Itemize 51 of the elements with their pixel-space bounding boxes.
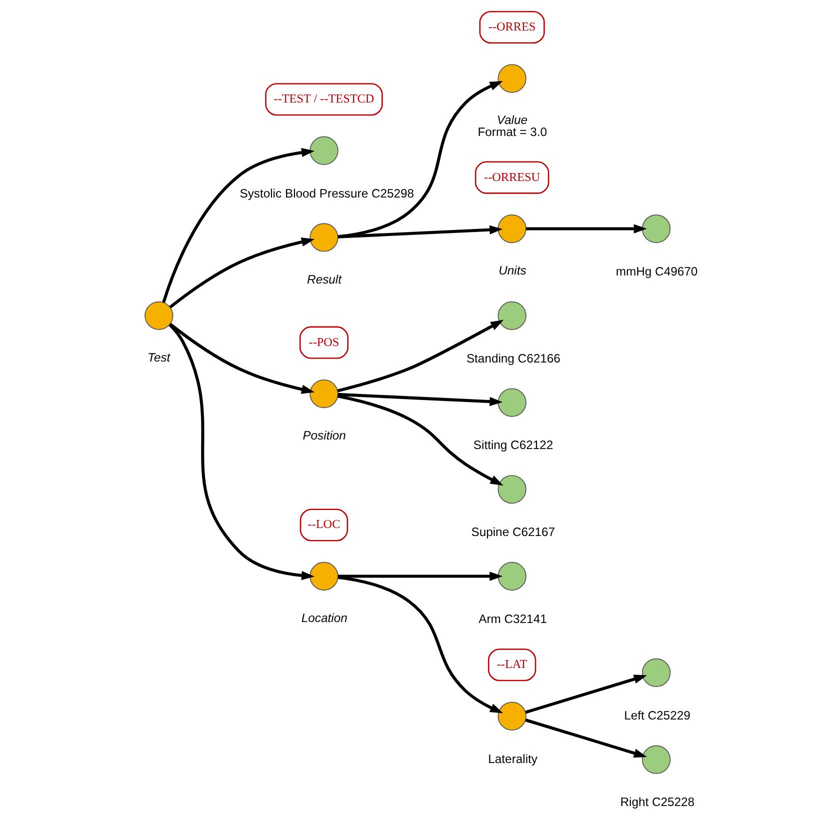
- arrow: [169, 237, 315, 308]
- node-label: Left C25229: [624, 708, 690, 722]
- node-box: --POS: [299, 326, 349, 359]
- node-circle: [310, 223, 338, 252]
- arrow: [337, 320, 504, 392]
- arrow: [337, 394, 504, 486]
- node-label: Test: [148, 350, 170, 364]
- node-label: Sitting C62122: [473, 438, 554, 452]
- node-circle: [310, 136, 338, 165]
- node-circle: [498, 702, 526, 730]
- node-box: --TEST / --TESTCD: [265, 83, 383, 116]
- node-circle: [310, 380, 338, 408]
- arrow: [526, 224, 647, 234]
- node-label: Right C25228: [620, 795, 695, 810]
- arrow: [338, 392, 503, 406]
- arrow: [525, 674, 647, 714]
- arrow: [338, 576, 504, 714]
- node-label: mmHg C49670: [616, 264, 698, 278]
- node-label: Supine C62167: [471, 525, 556, 540]
- node-circle: [498, 214, 526, 244]
- node-circle: [144, 301, 174, 330]
- node-label: Result: [307, 272, 342, 286]
- arrow: [338, 225, 503, 238]
- node-circle: [498, 301, 526, 330]
- node-circle: [310, 562, 338, 591]
- node-box: --LOC: [300, 508, 348, 542]
- arrow: [168, 324, 315, 580]
- node-label: Arm C32141: [478, 612, 547, 626]
- node-label: Units: [498, 264, 526, 278]
- node-label: Value: [496, 112, 528, 127]
- node-box: --LAT: [488, 648, 536, 682]
- node-circle: [642, 214, 671, 244]
- node-label: Format = 3.0: [478, 125, 548, 140]
- node-circle: [498, 562, 526, 591]
- arrow: [169, 322, 315, 394]
- node-circle: [642, 745, 671, 774]
- node-label: Location: [301, 611, 348, 626]
- node-label: Systolic Blood Pressure C25298: [240, 186, 414, 200]
- arrow: [162, 148, 315, 303]
- node-label: Laterality: [488, 752, 538, 766]
- node-label: Standing C62166: [466, 351, 560, 366]
- node-box: --ORRESU: [474, 161, 550, 194]
- arrow: [338, 572, 503, 581]
- node-label: Position: [302, 428, 346, 443]
- arrow: [338, 81, 503, 238]
- node-box: --ORRES: [479, 10, 545, 44]
- node-circle: [498, 388, 526, 417]
- node-circle: [498, 64, 526, 93]
- node-circle: [642, 658, 671, 688]
- arrow: [525, 718, 647, 758]
- node-circle: [498, 475, 526, 504]
